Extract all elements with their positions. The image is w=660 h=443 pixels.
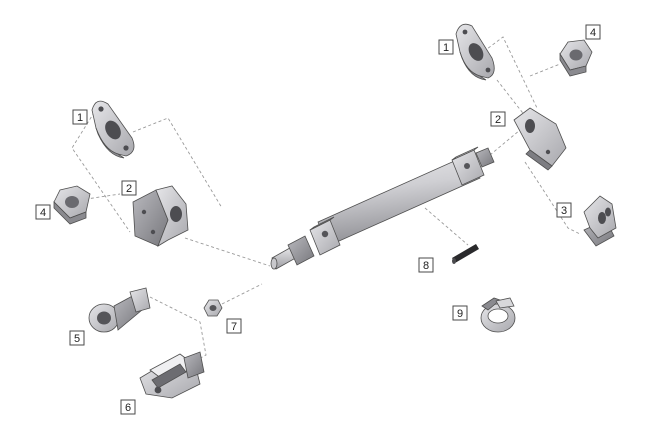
- callout-right-nut: 4: [585, 24, 601, 40]
- pin: [452, 244, 479, 264]
- svg-text:3: 3: [561, 205, 567, 217]
- rear-port-icon: [464, 163, 470, 169]
- small-nut: [203, 299, 223, 317]
- svg-text:4: 4: [590, 27, 596, 39]
- callout-clamp-ring: 9: [452, 305, 468, 321]
- clevis-pin-icon: [154, 386, 162, 394]
- clevis: [139, 351, 205, 399]
- right-flange-bore-icon: [468, 43, 484, 61]
- leader-lines: [71, 36, 581, 370]
- svg-text:2: 2: [126, 183, 132, 195]
- rod-eye: [88, 287, 151, 333]
- callout-right-flange: 1: [438, 39, 454, 55]
- front-port-icon: [321, 230, 329, 238]
- foot-bracket-bore-icon: [598, 212, 606, 224]
- svg-text:6: 6: [125, 402, 131, 414]
- callout-foot-bracket: 3: [556, 202, 572, 218]
- rod-end-face: [270, 257, 278, 270]
- foot-bracket: [583, 195, 617, 247]
- svg-text:7: 7: [231, 321, 237, 333]
- left-flange-plate: [91, 100, 135, 159]
- callout-left-nut: 4: [35, 204, 51, 220]
- left-mount-bracket: [132, 185, 189, 247]
- callout-pin: 8: [418, 257, 434, 273]
- callout-small-nut: 7: [226, 318, 242, 334]
- svg-text:5: 5: [74, 333, 80, 345]
- pneumatic-cylinder: [270, 146, 495, 270]
- rod-eye-bore-icon: [97, 311, 111, 325]
- callout-left-mount-bracket: 2: [121, 180, 137, 196]
- svg-text:2: 2: [495, 114, 501, 126]
- right-mount-bracket: [513, 107, 567, 171]
- callout-right-mount-bracket: 2: [490, 111, 506, 127]
- svg-text:4: 4: [40, 207, 46, 219]
- bracket-bore-icon: [170, 206, 182, 222]
- callout-clevis: 6: [120, 399, 136, 415]
- rod-collar: [287, 235, 315, 266]
- right-bracket-bore-icon: [525, 119, 535, 133]
- left-hex-nut: [53, 185, 91, 225]
- svg-text:8: 8: [423, 260, 429, 272]
- right-hex-nut: [559, 39, 593, 77]
- svg-text:1: 1: [443, 42, 449, 54]
- callout-left-flange: 1: [72, 109, 88, 125]
- svg-text:1: 1: [77, 112, 83, 124]
- clamp-ring: [480, 297, 516, 333]
- svg-text:9: 9: [457, 308, 463, 320]
- rear-thread-stub: [475, 147, 495, 168]
- callout-rod-eye: 5: [69, 330, 85, 346]
- flange-bore-icon: [105, 120, 121, 140]
- right-flange-plate: [455, 23, 495, 81]
